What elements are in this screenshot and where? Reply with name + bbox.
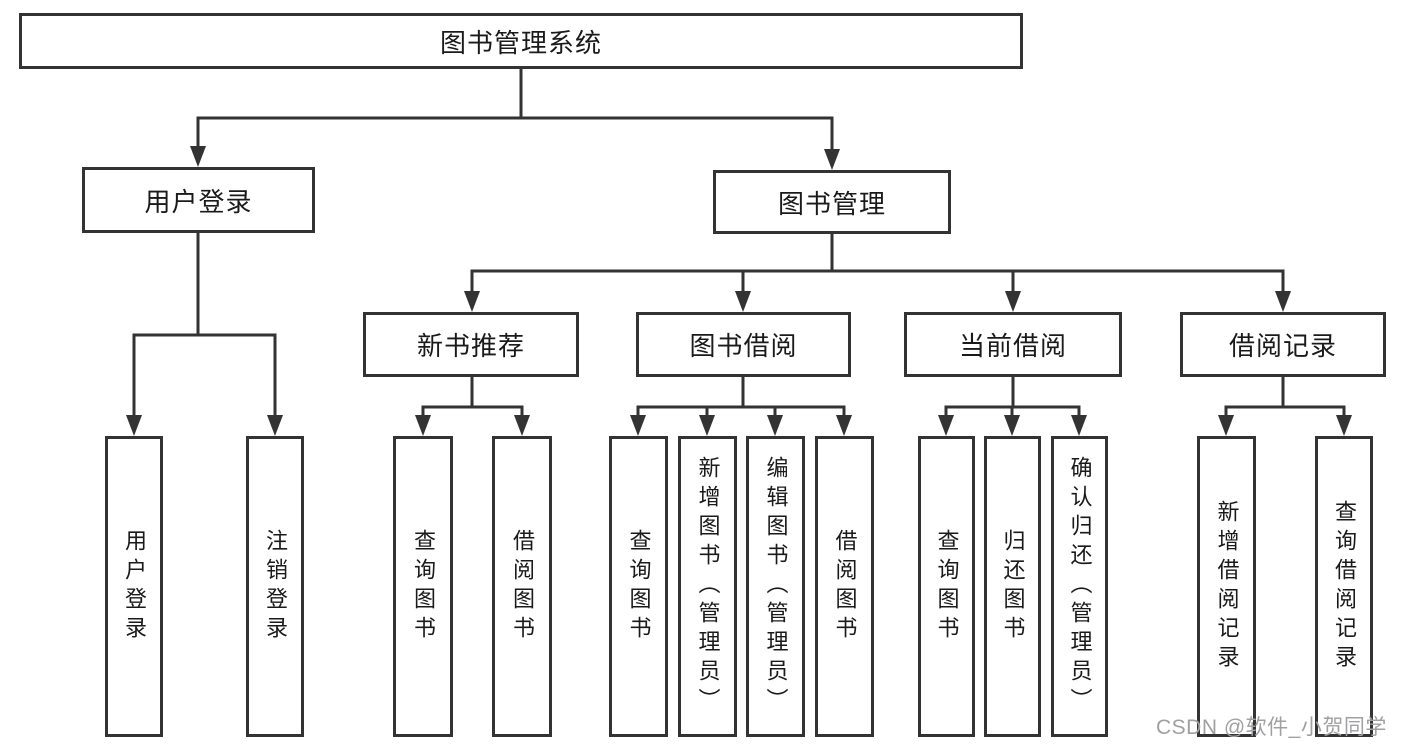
leaf-bb-edit-book: 编辑图书（管理员） xyxy=(746,436,805,737)
leaf-user-login: 用户登录 xyxy=(105,436,163,737)
leaf-bb-borrow-book-label: 借阅图书 xyxy=(832,528,858,645)
leaf-nbr-borrow-book: 借阅图书 xyxy=(492,436,552,737)
node-borrow-record: 借阅记录 xyxy=(1180,312,1386,377)
leaf-nbr-borrow-book-label: 借阅图书 xyxy=(510,528,535,645)
leaf-nbr-query-book-label: 查询图书 xyxy=(411,528,436,645)
leaf-bb-add-book: 新增图书（管理员） xyxy=(678,436,737,737)
leaf-br-query-record-label: 查询借阅记录 xyxy=(1332,499,1357,674)
node-current-borrow: 当前借阅 xyxy=(904,312,1122,377)
leaf-bb-edit-book-label: 编辑图书（管理员） xyxy=(763,456,789,717)
leaf-cb-confirm-return: 确认归还（管理员） xyxy=(1051,436,1108,737)
leaf-logout: 注销登录 xyxy=(246,436,304,737)
watermark: CSDN @软件_小贺同学 xyxy=(1156,716,1387,739)
leaf-cb-query-book: 查询图书 xyxy=(918,436,975,737)
leaf-cb-return-book: 归还图书 xyxy=(984,436,1041,737)
node-user-login: 用户登录 xyxy=(82,167,315,233)
leaf-bb-borrow-book: 借阅图书 xyxy=(815,436,874,737)
leaf-cb-query-book-label: 查询图书 xyxy=(934,528,960,645)
node-root: 图书管理系统 xyxy=(19,13,1023,69)
leaf-bb-add-book-label: 新增图书（管理员） xyxy=(695,456,721,717)
leaf-br-add-record-label: 新增借阅记录 xyxy=(1214,499,1240,674)
leaf-br-add-record: 新增借阅记录 xyxy=(1197,436,1256,737)
leaf-bb-query-book-label: 查询图书 xyxy=(626,528,652,645)
node-book-borrow: 图书借阅 xyxy=(636,312,851,377)
leaf-cb-return-book-label: 归还图书 xyxy=(1000,528,1026,645)
node-new-book-rec: 新书推荐 xyxy=(363,312,579,377)
leaf-bb-query-book: 查询图书 xyxy=(609,436,668,737)
leaf-br-query-record: 查询借阅记录 xyxy=(1315,436,1373,737)
leaf-user-login-label: 用户登录 xyxy=(122,528,147,645)
leaf-logout-label: 注销登录 xyxy=(263,528,288,645)
leaf-nbr-query-book: 查询图书 xyxy=(393,436,453,737)
leaf-cb-confirm-return-label: 确认归还（管理员） xyxy=(1067,456,1093,717)
node-book-mgmt: 图书管理 xyxy=(713,170,951,234)
